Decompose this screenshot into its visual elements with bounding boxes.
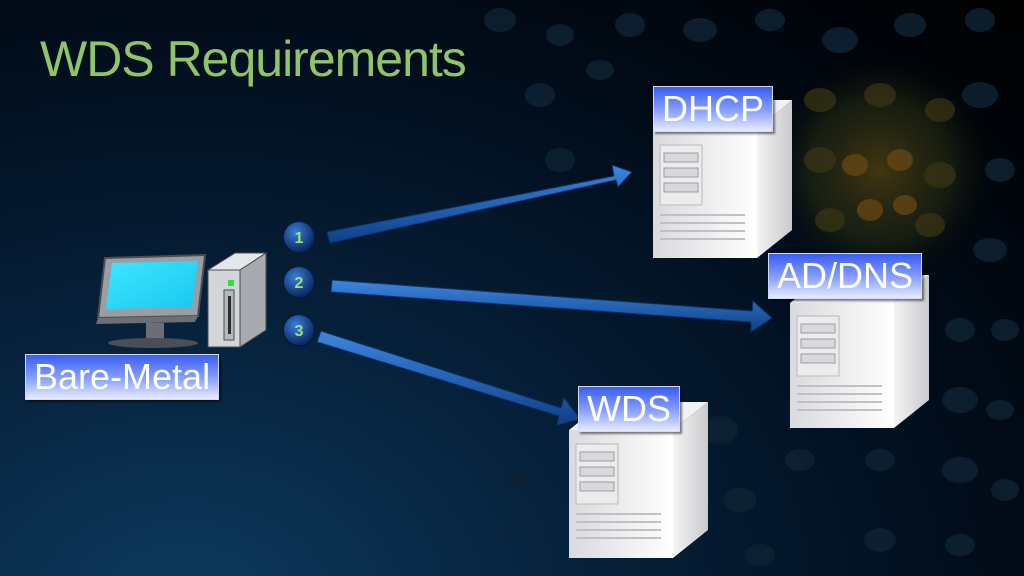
slide-title: WDS Requirements [40, 31, 467, 87]
ad-dns-label: AD/DNS [768, 253, 923, 299]
step-2-number: 2 [295, 275, 304, 292]
dhcp-label: DHCP [653, 86, 774, 132]
arrow-to-wds [316, 330, 581, 426]
step-3-number: 3 [295, 323, 304, 340]
wds-label: WDS [578, 386, 680, 432]
step-1-badge: 1 [282, 220, 316, 254]
bare-metal-label: Bare-Metal [25, 354, 220, 400]
step-3-badge: 3 [282, 313, 316, 347]
arrow-to-ad-dns [330, 279, 773, 333]
step-2-badge: 2 [282, 265, 316, 299]
arrow-to-dhcp [326, 164, 633, 244]
step-1-number: 1 [295, 230, 304, 247]
client-computer-icon [96, 252, 268, 348]
